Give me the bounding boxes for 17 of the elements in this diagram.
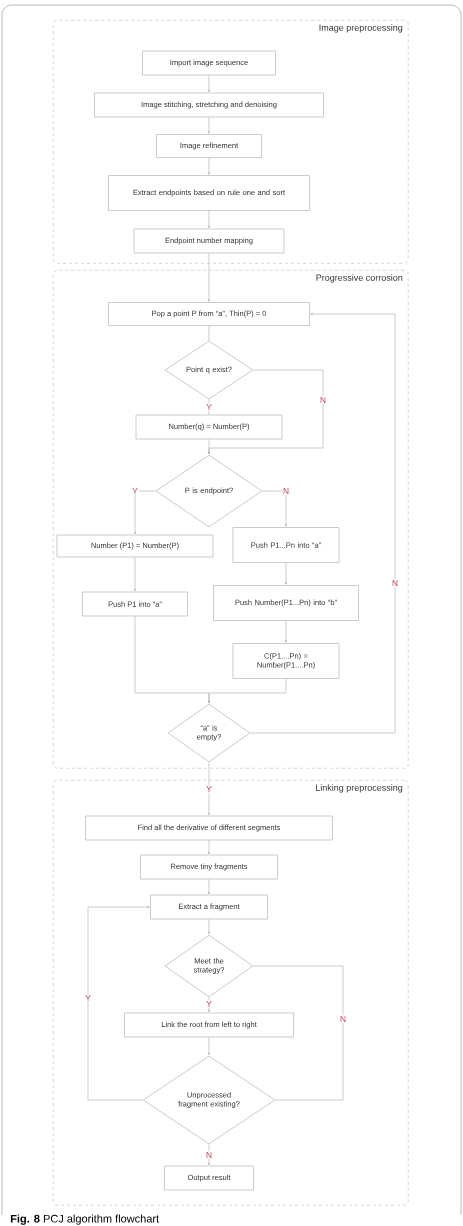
edge-label: Y <box>205 403 213 411</box>
edge-label: Y <box>205 1000 213 1008</box>
edge-label: N <box>391 579 399 587</box>
edge-label: N <box>282 487 290 495</box>
arrow <box>208 678 287 704</box>
arrow <box>87 906 150 1101</box>
edge-label: N <box>205 1151 213 1159</box>
edge-label: N <box>319 396 327 404</box>
edge-label: Y <box>205 785 213 793</box>
arrow <box>262 490 287 527</box>
edge-label: Y <box>131 487 139 495</box>
arrow <box>250 313 396 734</box>
edge-label: N <box>339 1015 347 1023</box>
edge-label: Y <box>84 994 92 1002</box>
caption: Fig. 8 PCJ algorithm flowchart <box>10 1214 160 1225</box>
arrow <box>208 439 210 455</box>
arrow <box>134 490 156 535</box>
